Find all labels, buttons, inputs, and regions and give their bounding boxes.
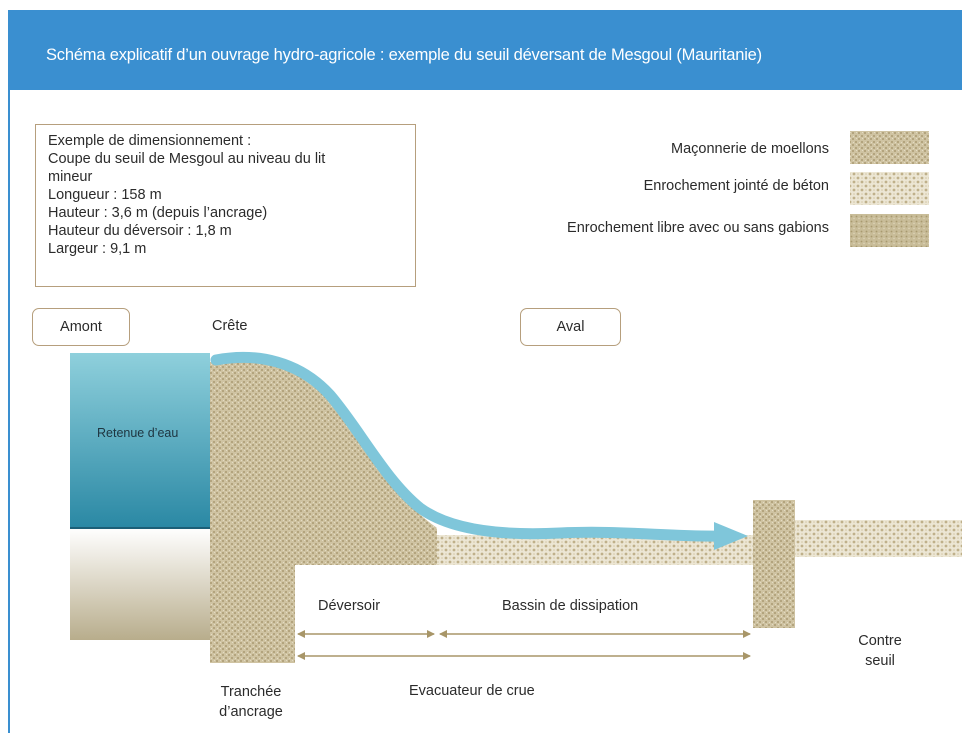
retenue-label: Retenue d’eau <box>97 426 179 440</box>
aval-label: Aval <box>520 308 621 346</box>
legend-label-jointed: Enrochement jointé de béton <box>643 178 829 194</box>
contre-seuil-label-line2: seuil <box>865 653 895 669</box>
legend-label-masonry: Maçonnerie de moellons <box>671 141 829 157</box>
contre-seuil-label-line1: Contre <box>858 633 902 649</box>
info-line: Coupe du seuil de Mesgoul au niveau du l… <box>48 151 326 167</box>
amont-label: Amont <box>32 308 130 346</box>
header-bar: Schéma explicatif d’un ouvrage hydro-agr… <box>8 10 962 90</box>
info-line: mineur <box>48 169 93 185</box>
water-reservoir <box>70 353 210 528</box>
dimension-info-box: Exemple de dimensionnement : Coupe du se… <box>35 124 416 287</box>
info-line: Exemple de dimensionnement : <box>48 133 252 149</box>
crete-label: Crête <box>212 318 248 334</box>
info-line: Longueur : 158 m <box>48 187 162 203</box>
counter-weir <box>753 500 795 628</box>
legend-swatch-free <box>850 214 929 247</box>
tranchee-label-line1: Tranchée <box>220 684 282 700</box>
figure-title: Schéma explicatif d’un ouvrage hydro-agr… <box>46 46 762 64</box>
legend-swatch-masonry <box>850 131 929 164</box>
evacuateur-label: Evacuateur de crue <box>409 683 535 699</box>
info-line: Largeur : 9,1 m <box>48 241 147 257</box>
left-border <box>8 10 10 733</box>
upstream-ground <box>70 528 210 640</box>
bassin-label: Bassin de dissipation <box>502 598 639 614</box>
deversoir-label: Déversoir <box>318 598 381 614</box>
downstream-riprap <box>795 520 962 557</box>
weir-masonry-body <box>210 362 437 663</box>
legend-swatch-jointed <box>850 172 929 205</box>
legend-label-free: Enrochement libre avec ou sans gabions <box>567 220 829 236</box>
flow-arrow-head <box>714 522 748 550</box>
info-line: Hauteur : 3,6 m (depuis l’ancrage) <box>48 205 268 221</box>
flow-arrow <box>210 351 728 542</box>
tranchee-label-line2: d’ancrage <box>219 704 283 720</box>
info-line: Hauteur du déversoir : 1,8 m <box>48 223 232 239</box>
